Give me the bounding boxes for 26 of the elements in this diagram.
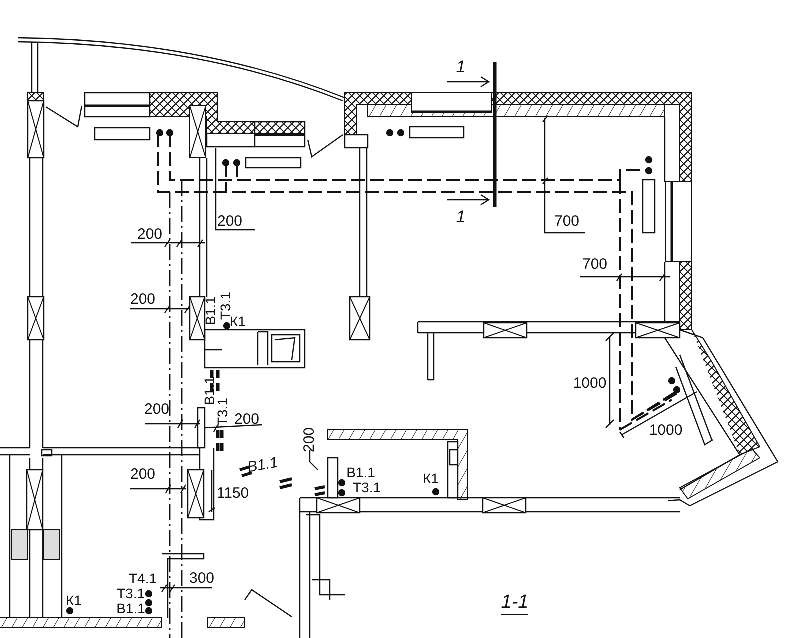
pipe-label: В1.1 bbox=[203, 296, 219, 326]
pipe-label: В1.1 bbox=[116, 601, 146, 617]
pipe-label: В1.1 bbox=[346, 465, 376, 481]
section-title: 1-1 bbox=[501, 593, 529, 615]
dimension-label: 1150 bbox=[216, 486, 250, 502]
pipe-label: Т3.1 bbox=[215, 398, 231, 426]
pipe-label: Т4.1 bbox=[129, 571, 157, 587]
pipe-label: Т3.1 bbox=[353, 480, 381, 496]
dimension-label: 1000 bbox=[649, 422, 683, 440]
section-mark: 1 bbox=[456, 58, 466, 78]
dimension-label: 200 bbox=[130, 292, 156, 308]
pipe-label: К1 bbox=[66, 593, 82, 609]
dimension-label: 700 bbox=[554, 214, 580, 230]
pipe-label: В1.1 bbox=[246, 455, 280, 477]
dimension-label: 200 bbox=[234, 412, 260, 428]
dimension-label: 200 bbox=[137, 226, 163, 244]
section-mark: 1 bbox=[456, 208, 466, 228]
dimension-label: 1000 bbox=[573, 376, 607, 392]
dimension-label: 700 bbox=[582, 256, 608, 274]
dimension-label: 200 bbox=[217, 214, 243, 230]
pipe-label: Т3.1 bbox=[117, 586, 145, 602]
dimension-label: 200 bbox=[144, 402, 170, 418]
dimension-label: 200 bbox=[130, 466, 156, 484]
pipe-label: К1 bbox=[423, 471, 439, 487]
dimension-label: 300 bbox=[189, 570, 215, 588]
dimension-label: 200 bbox=[302, 427, 318, 453]
